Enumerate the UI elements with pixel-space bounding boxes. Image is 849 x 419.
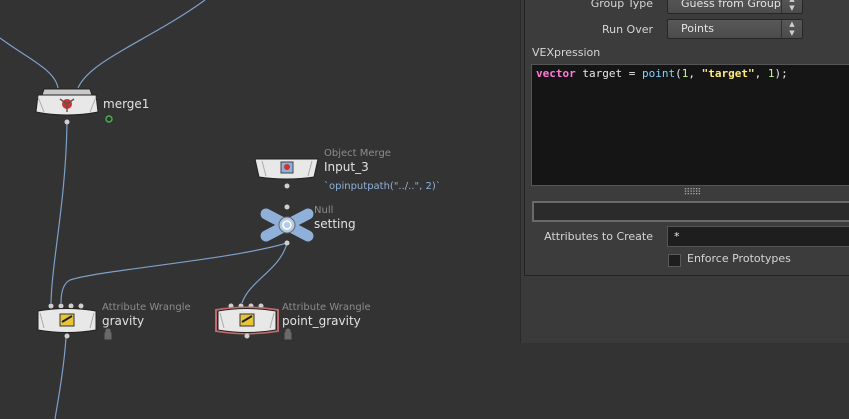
lock-icon [284,328,292,340]
parameter-group: Group Type Guess from Group ▲▼ Run Over … [524,0,849,276]
enforce-prototypes-label: Enforce Prototypes [687,252,791,265]
vex-snippet-input[interactable] [532,201,849,222]
setting-output-connector[interactable] [284,240,290,246]
lock-icon [104,328,112,340]
object-merge-icon [280,161,294,174]
node-expression-input3: `opinputpath("../..", 2)` [324,181,441,192]
group-type-value: Guess from Group [681,0,781,10]
editor-resize-grip-icon[interactable]: ⠿⠿⠿ [683,188,702,198]
wire-gravity-out [54,336,67,419]
code-number: 1 [681,67,689,80]
node-name-merge1[interactable]: merge1 [103,97,150,111]
wrangle-icon [59,313,75,327]
code-comma: , [754,67,762,80]
gravity-input-2[interactable] [58,303,64,309]
node-name-point-gravity[interactable]: point_gravity [282,314,361,328]
gravity-input-4[interactable] [78,303,84,309]
wire-setting-point-gravity [241,242,288,304]
parameter-panel: Group Type Guess from Group ▲▼ Run Over … [520,0,849,343]
node-name-gravity[interactable]: gravity [102,314,145,328]
node-point-gravity[interactable] [215,303,292,340]
gravity-input-3[interactable] [68,303,74,309]
node-merge1[interactable] [35,88,113,125]
node-type-point-gravity: Attribute Wrangle [282,302,371,313]
wire-in-merge1-b [77,0,206,89]
run-over-value: Points [681,22,715,35]
code-variable: target = [582,67,636,80]
point-gravity-output-connector[interactable] [244,333,250,339]
node-setting[interactable] [260,204,314,246]
node-gravity[interactable] [37,303,112,340]
node-name-setting[interactable]: setting [314,217,356,231]
enforce-prototypes-checkbox[interactable] [668,254,681,267]
selection-outline [215,306,279,335]
code-number: 1 [767,67,775,80]
group-type-label: Group Type [590,0,653,10]
wire-in-merge1-a [0,37,59,89]
node-type-input3: Object Merge [324,148,391,159]
code-paren-open: ( [675,67,682,80]
vex-code-editor[interactable]: vector target = point(1, "target", 1); [531,64,849,186]
merge1-output-connector[interactable] [64,119,70,125]
run-over-dropdown[interactable]: Points ▲▼ [667,19,803,39]
node-name-input3[interactable]: Input_3 [324,160,369,174]
merge1-flag-icon [105,115,113,123]
node-type-setting: Null [314,205,334,216]
run-over-label: Run Over [601,23,653,36]
gravity-input-1[interactable] [48,303,54,309]
gravity-output-connector[interactable] [64,333,70,339]
attributes-to-create-input[interactable]: * [667,226,849,247]
dropdown-arrows-icon: ▲▼ [781,0,802,13]
wrangle-icon [239,313,255,327]
setting-input-connector[interactable] [284,204,290,210]
attributes-to-create-label: Attributes to Create [544,230,653,243]
code-keyword: vector [536,67,576,80]
code-comma: , [688,67,695,80]
node-input3[interactable] [254,158,319,189]
dropdown-arrows-icon: ▲▼ [781,20,802,38]
code-paren-close: ); [774,67,788,80]
vexpression-label: VEXpression [532,46,601,59]
null-icon [260,208,314,242]
node-type-gravity: Attribute Wrangle [102,302,191,313]
group-type-dropdown[interactable]: Guess from Group ▲▼ [667,0,803,14]
merge-icon [59,98,75,112]
code-string: "target" [701,67,755,80]
code-function: point [641,67,676,80]
wire-setting-gravity [60,242,288,304]
wire-merge1-gravity [50,121,68,304]
input3-output-connector[interactable] [284,183,290,189]
